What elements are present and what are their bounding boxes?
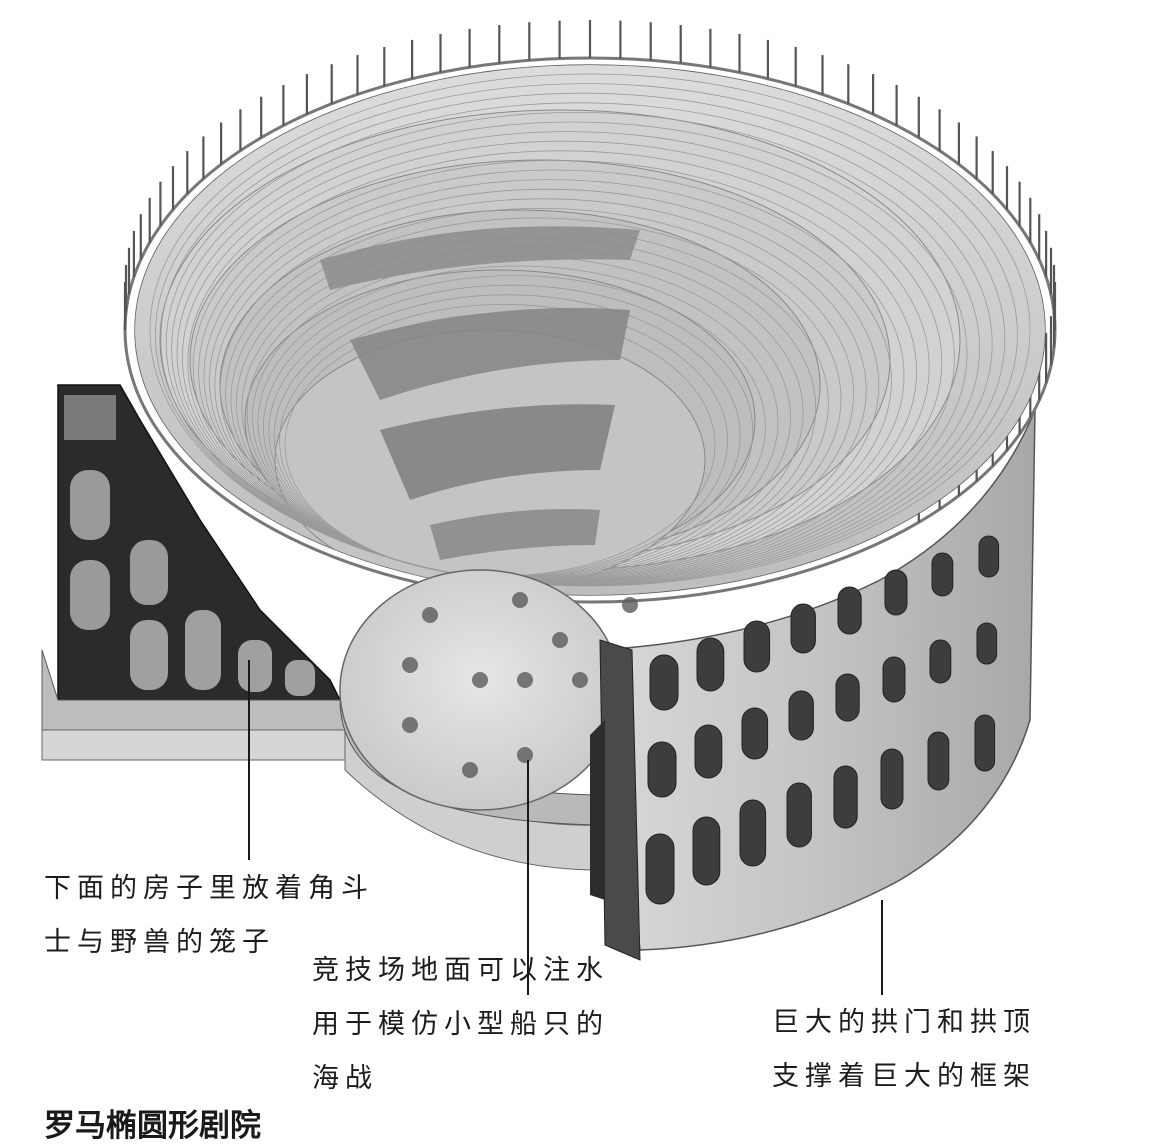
arch: [788, 690, 814, 741]
gladiators: [402, 592, 638, 778]
gladiator: [622, 597, 638, 613]
gladiator: [402, 717, 418, 733]
arch: [929, 639, 952, 684]
seat-row: [225, 207, 854, 581]
gladiator: [422, 607, 438, 623]
arch: [694, 724, 723, 779]
section-cut-right: [590, 639, 641, 961]
callout-cages: 下面的房子里放着角斗 士与野兽的笼子: [44, 862, 374, 970]
seat-row: [155, 83, 1018, 587]
seat-row: [192, 150, 930, 584]
arch: [884, 569, 908, 616]
gladiator: [572, 672, 588, 688]
callout-arches: 巨大的拱门和拱顶 支撑着巨大的框架: [772, 996, 1036, 1104]
seat-row: [203, 169, 905, 583]
seat-row: [209, 179, 892, 583]
arch: [880, 748, 904, 810]
seat-row: [182, 131, 955, 585]
callout-cages-line-1: 下面的房子里放着角斗: [44, 873, 374, 904]
arch: [645, 833, 675, 905]
arch: [692, 816, 721, 886]
callout-arena-line-3: 海战: [312, 1063, 378, 1094]
gladiator: [512, 592, 528, 608]
seat-row: [176, 121, 968, 585]
seat-row: [160, 92, 1006, 586]
arch: [974, 714, 996, 772]
arch: [790, 603, 816, 654]
arch: [743, 620, 771, 673]
seat-row: [149, 73, 1031, 587]
gladiator: [462, 762, 478, 778]
arena-floor: [339, 569, 638, 826]
callout-cages-line-2: 士与野兽的笼子: [44, 927, 275, 958]
gladiator: [472, 672, 488, 688]
seat-row: [214, 188, 880, 582]
callout-arena-line-1: 竞技场地面可以注水: [312, 955, 609, 986]
arch: [833, 765, 858, 829]
seat-row: [187, 140, 943, 584]
seat-row: [165, 102, 993, 586]
arch: [931, 552, 954, 597]
arch: [696, 637, 725, 692]
gladiator: [552, 632, 568, 648]
callout-arena: 竞技场地面可以注水 用于模仿小型船只的 海战: [312, 944, 609, 1106]
arch: [649, 654, 679, 711]
arch: [882, 656, 906, 703]
gladiator: [517, 672, 533, 688]
arch: [647, 741, 677, 798]
seating-bowl: [135, 65, 1045, 595]
callout-arches-line-1: 巨大的拱门和拱顶: [772, 1007, 1036, 1038]
arch: [978, 535, 1000, 578]
arch: [786, 782, 812, 848]
arch: [739, 799, 767, 867]
seat-row: [171, 111, 980, 585]
section-cut-left: [41, 384, 346, 731]
gladiator: [517, 747, 533, 763]
arch: [741, 707, 769, 760]
arch: [837, 586, 862, 635]
arcade-arches: [645, 535, 1000, 905]
seat-row: [198, 159, 917, 583]
arch: [976, 622, 998, 665]
page-title: 罗马椭圆形剧院: [44, 1108, 261, 1144]
arch: [835, 673, 860, 722]
seat-row: [219, 198, 867, 582]
gladiator: [402, 657, 418, 673]
callout-arena-line-2: 用于模仿小型船只的: [312, 1009, 609, 1040]
leader-lines: [248, 660, 883, 995]
callout-arches-line-2: 支撑着巨大的框架: [772, 1061, 1036, 1092]
arch: [927, 731, 950, 791]
